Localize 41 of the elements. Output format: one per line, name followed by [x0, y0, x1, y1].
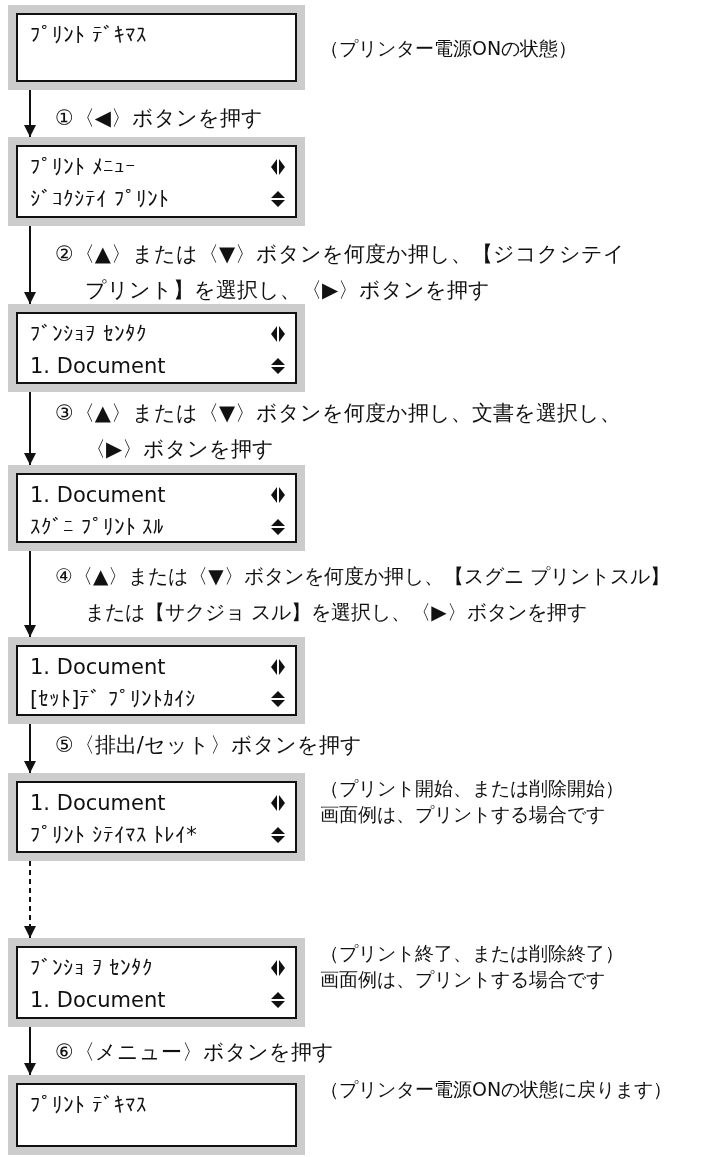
lcd-screen [8, 938, 305, 1027]
display-text: ﾌﾟﾘﾝﾄ ﾒﾆｭｰ [30, 154, 136, 181]
step-label: ③〈▲〉または〈▼〉ボタンを何度か押し、文書を選択し、〈▶〉ボタンを押す [55, 400, 623, 463]
display-text: 1. Document [30, 790, 166, 817]
display-text: ﾌﾞﾝｼｮ ｦ ｾﾝﾀｸ [30, 955, 154, 982]
note-text: （プリント開始、または削除開始） [320, 776, 624, 800]
arrow [24, 550, 36, 638]
lcd-screen [8, 465, 305, 551]
arrow [24, 391, 36, 466]
note-text: 画面例は、プリントする場合です [320, 967, 605, 991]
step-label: ⑥〈メニュー〉ボタンを押す [55, 1039, 335, 1066]
display-text: ﾌﾟﾘﾝﾄ ﾃﾞｷﾏｽ [30, 1092, 147, 1119]
arrow [24, 723, 36, 774]
note-text: （プリンター電源ONの状態に戻ります） [320, 1077, 673, 1101]
display-text: [ｾｯﾄ]ﾃﾞ ﾌﾟﾘﾝﾄｶｲｼ [30, 686, 197, 713]
note-text: （プリンター電源ONの状態） [320, 36, 578, 60]
display-text: ﾌﾞﾝｼｮｦ ｾﾝﾀｸ [30, 321, 147, 348]
lcd-screen [8, 5, 305, 90]
display-text: 1. Document [30, 654, 166, 681]
note-text: 画面例は、プリントする場合です [320, 802, 605, 826]
lcd-screen [8, 137, 305, 226]
display-text: 1. Document [30, 353, 166, 380]
display-text: ｼﾞｺｸｼﾃｲ ﾌﾟﾘﾝﾄ [30, 186, 169, 213]
display-text: ｽｸﾞﾆ ﾌﾟﾘﾝﾄ ｽﾙ [30, 514, 165, 541]
step-label: ⑤〈排出/セット〉ボタンを押す [55, 732, 363, 759]
lcd-screen [8, 637, 305, 724]
arrow [24, 225, 36, 305]
display-text: ﾌﾟﾘﾝﾄ ﾃﾞｷﾏｽ [30, 22, 147, 49]
arrow [24, 860, 36, 939]
step-label: ①〈◀〉ボタンを押す [55, 105, 264, 132]
arrow [24, 1026, 36, 1076]
step-label: ④〈▲〉または〈▼〉ボタンを何度か押し、【スグニ プリントスル】または【サクジョ スル】を選択し、〈▶〉ボタンを押す [55, 563, 672, 626]
step-label: ②〈▲〉または〈▼〉ボタンを何度か押し、【ジコクシテイプリント】を選択し、〈▶〉ボタンを押す [55, 241, 627, 304]
display-text: ﾌﾟﾘﾝﾄ ｼﾃｲﾏｽ ﾄﾚｲ* [30, 822, 197, 849]
lcd-screen [8, 1075, 305, 1155]
note-text: （プリント終了、または削除終了） [320, 941, 624, 965]
arrow [24, 89, 36, 138]
display-text: 1. Document [30, 987, 166, 1014]
lcd-screen [8, 304, 305, 392]
lcd-screen [8, 773, 305, 861]
display-text: 1. Document [30, 482, 166, 509]
